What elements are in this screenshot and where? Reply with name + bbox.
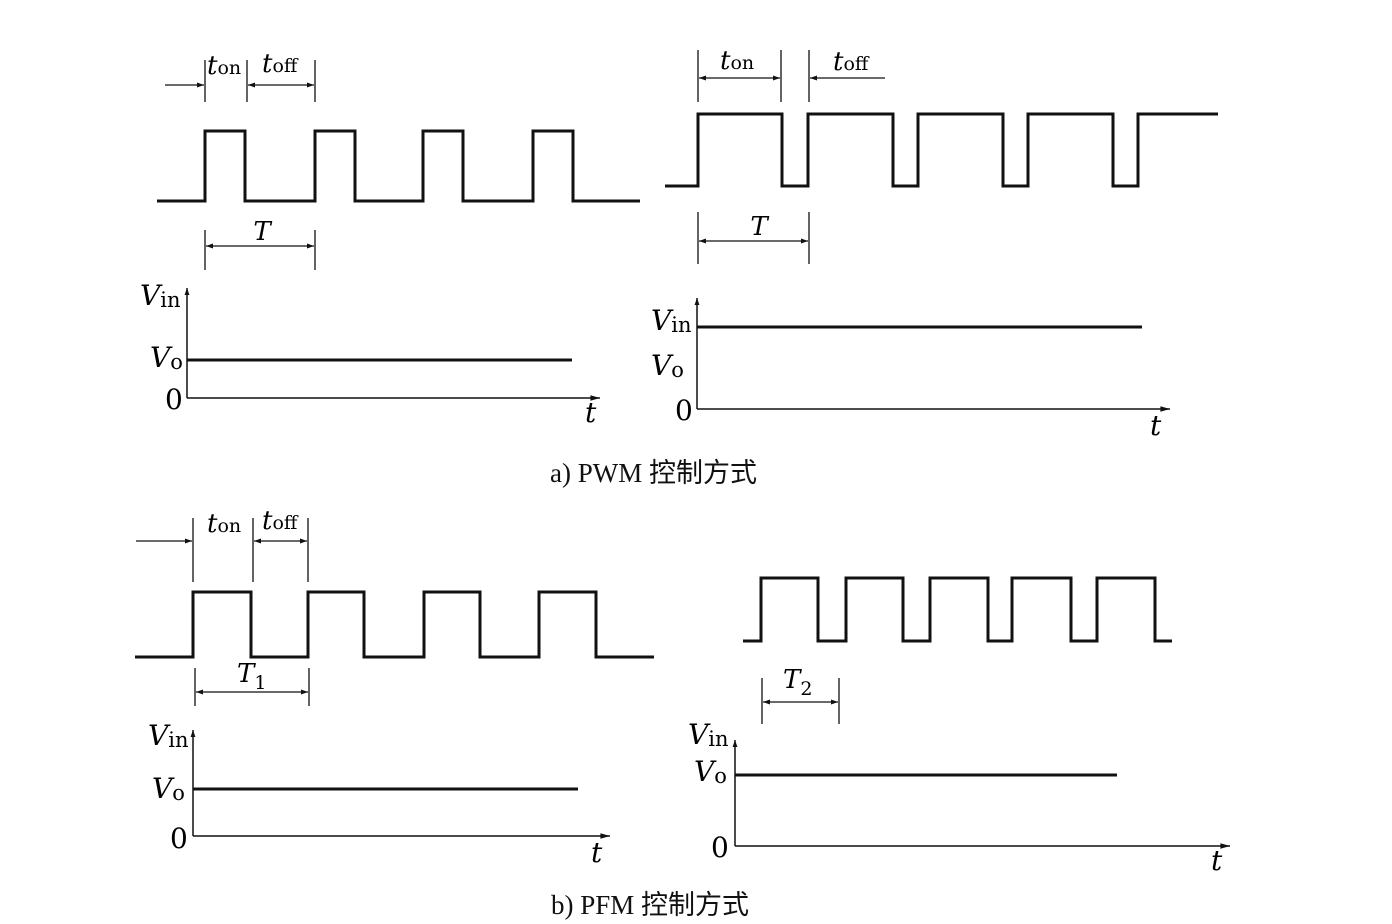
vin-label: Vin xyxy=(688,718,728,751)
origin-label: 0 xyxy=(675,394,693,427)
origin-label: 0 xyxy=(170,822,188,855)
pwm-low-duty-waveform xyxy=(157,129,640,203)
period-label: T xyxy=(750,212,769,242)
period-t1-label: T1 xyxy=(237,659,266,694)
pfm-low-frequency-panel: ton toff T1 Vin Vo 0 t xyxy=(135,506,654,869)
vo-label: Vo xyxy=(694,755,727,788)
pwm-high-duty-waveform xyxy=(665,112,1218,188)
pfm-low-frequency-waveform xyxy=(135,590,654,659)
t-axis-label: t xyxy=(591,836,603,869)
vin-label: Vin xyxy=(148,719,188,752)
origin-label: 0 xyxy=(711,831,729,864)
toff-label: toff xyxy=(262,49,299,79)
vin-label: Vin xyxy=(140,279,180,312)
period-t2-label: T2 xyxy=(783,665,812,700)
t-axis-label: t xyxy=(1150,409,1162,442)
caption-pfm: b) PFM 控制方式 xyxy=(551,890,749,920)
period-label: T xyxy=(253,217,272,247)
ton-label: ton xyxy=(207,509,241,539)
origin-label: 0 xyxy=(165,383,183,416)
ton-label: ton xyxy=(720,46,754,76)
vo-label: Vo xyxy=(152,772,185,805)
vin-label: Vin xyxy=(651,304,691,337)
t-axis-label: t xyxy=(585,396,597,429)
ton-label: ton xyxy=(207,51,241,81)
caption-pwm: a) PWM 控制方式 xyxy=(550,458,757,488)
vo-label: Vo xyxy=(150,341,183,374)
pwm-high-duty-panel: ton toff T Vin Vo 0 t xyxy=(651,46,1218,442)
pwm-low-duty-panel: ton toff T Vin Vo 0 t xyxy=(140,49,640,429)
pfm-high-frequency-panel: T2 Vin Vo 0 t xyxy=(688,576,1230,877)
toff-label: toff xyxy=(262,506,299,536)
vo-label: Vo xyxy=(651,349,684,382)
toff-label: toff xyxy=(833,47,870,77)
pfm-high-frequency-waveform xyxy=(743,576,1172,643)
t-axis-label: t xyxy=(1211,844,1223,877)
